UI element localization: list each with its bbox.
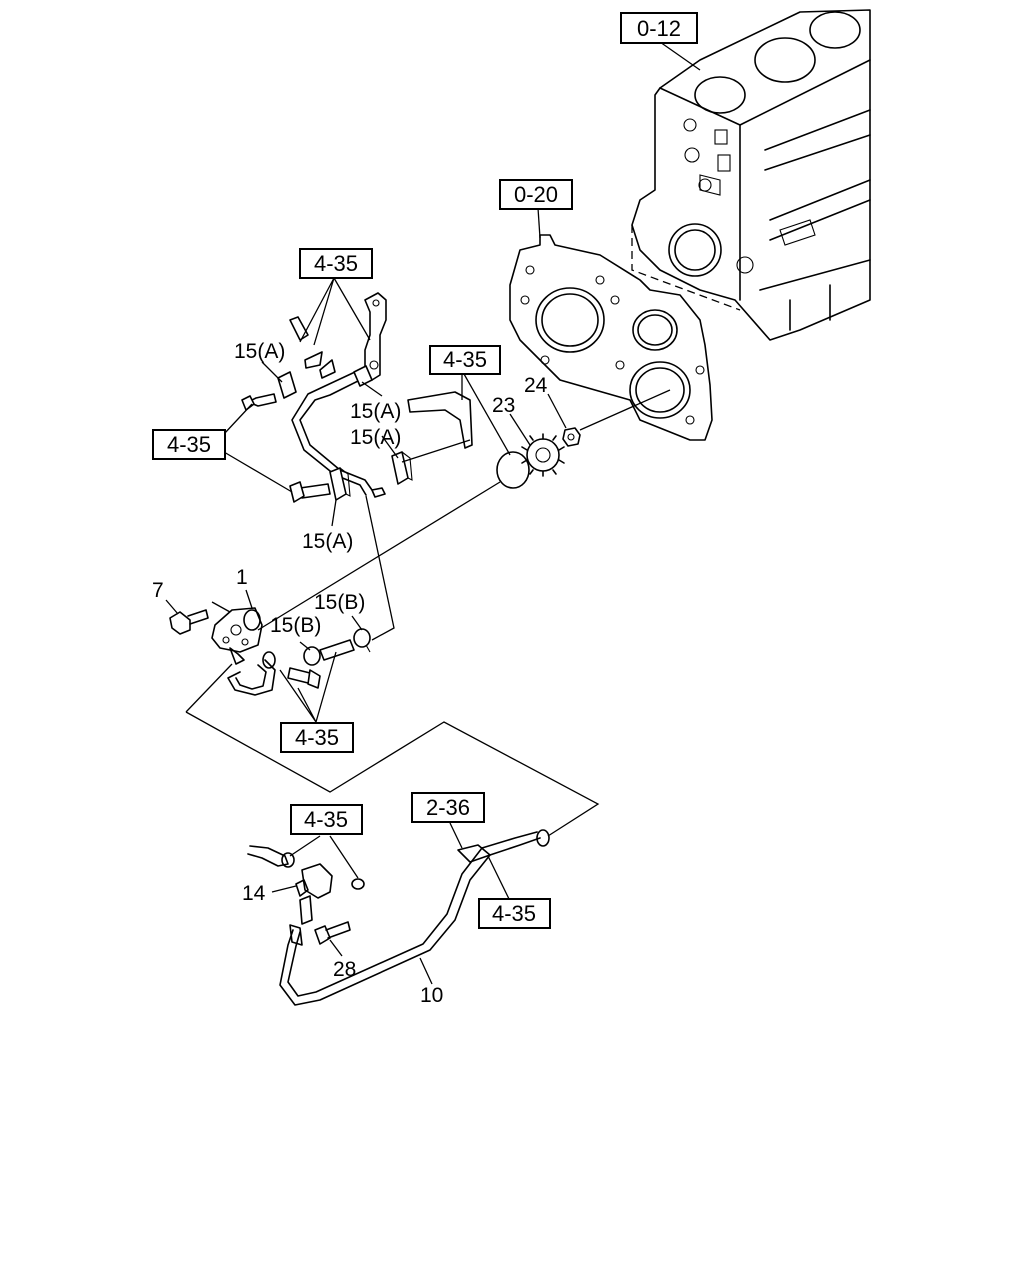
label-24: 24 bbox=[524, 374, 548, 397]
gasket-plate bbox=[509, 234, 713, 441]
ref-box-0-12: 0-12 bbox=[620, 12, 698, 44]
label-15a-1: 15(A) bbox=[234, 340, 285, 363]
label-15b-1: 15(B) bbox=[314, 591, 365, 614]
svg-text:0-20: 0-20 bbox=[514, 182, 558, 207]
ref-box-2-36: 2-36 bbox=[411, 792, 485, 823]
ref-box-4-35-right: 4-35 bbox=[478, 898, 551, 929]
clip-15a-lower bbox=[329, 467, 351, 501]
oil-pipe-upper bbox=[291, 371, 386, 498]
bracket-mid bbox=[407, 391, 473, 449]
label-15a-4: 15(A) bbox=[302, 530, 353, 553]
upper-bracket bbox=[289, 292, 387, 381]
clip-15a-upper bbox=[277, 365, 373, 399]
bolt-7 bbox=[169, 609, 209, 635]
svg-text:4-35: 4-35 bbox=[167, 432, 211, 457]
oil-pipe-10 bbox=[279, 829, 550, 1006]
part-labels: 15(A) 15(A) 15(A) 15(A) 15(B) 15(B) 23 2… bbox=[152, 340, 548, 1007]
svg-text:4-35: 4-35 bbox=[443, 347, 487, 372]
bolt-pump bbox=[287, 667, 321, 689]
relief-valve-14 bbox=[247, 845, 365, 925]
ref-box-0-20: 0-20 bbox=[499, 179, 573, 210]
label-7: 7 bbox=[152, 579, 164, 602]
svg-text:0-12: 0-12 bbox=[637, 16, 681, 41]
bolt-upper-left bbox=[241, 393, 277, 411]
ref-box-4-35-left: 4-35 bbox=[152, 429, 226, 460]
svg-text:4-35: 4-35 bbox=[295, 725, 339, 750]
bolt-lower-left bbox=[289, 481, 331, 503]
ref-box-4-35-bottom: 4-35 bbox=[290, 804, 363, 835]
o-ring bbox=[496, 451, 530, 489]
ref-box-4-35-mid: 4-35 bbox=[429, 345, 501, 375]
leader-lines bbox=[165, 41, 701, 985]
oil-pump-body bbox=[211, 607, 263, 665]
label-15a-2: 15(A) bbox=[350, 400, 401, 423]
cylinder-block bbox=[631, 9, 871, 341]
bolt-28 bbox=[314, 921, 351, 945]
ref-box-4-35-lower: 4-35 bbox=[280, 722, 354, 753]
ref-box-4-35-top: 4-35 bbox=[299, 248, 373, 279]
label-28: 28 bbox=[333, 958, 356, 981]
label-14: 14 bbox=[242, 882, 266, 905]
svg-text:2-36: 2-36 bbox=[426, 795, 470, 820]
suction-pipe bbox=[227, 651, 276, 696]
label-23: 23 bbox=[492, 394, 515, 417]
label-10: 10 bbox=[420, 984, 443, 1007]
label-15b-2: 15(B) bbox=[270, 614, 321, 637]
label-15a-3: 15(A) bbox=[350, 426, 401, 449]
lock-nut bbox=[562, 427, 581, 447]
svg-text:4-35: 4-35 bbox=[314, 251, 358, 276]
clip-15a-mid bbox=[391, 451, 413, 485]
svg-text:4-35: 4-35 bbox=[304, 807, 348, 832]
oil-pump-gear bbox=[521, 433, 565, 477]
svg-text:4-35: 4-35 bbox=[492, 901, 536, 926]
label-1: 1 bbox=[236, 566, 248, 589]
